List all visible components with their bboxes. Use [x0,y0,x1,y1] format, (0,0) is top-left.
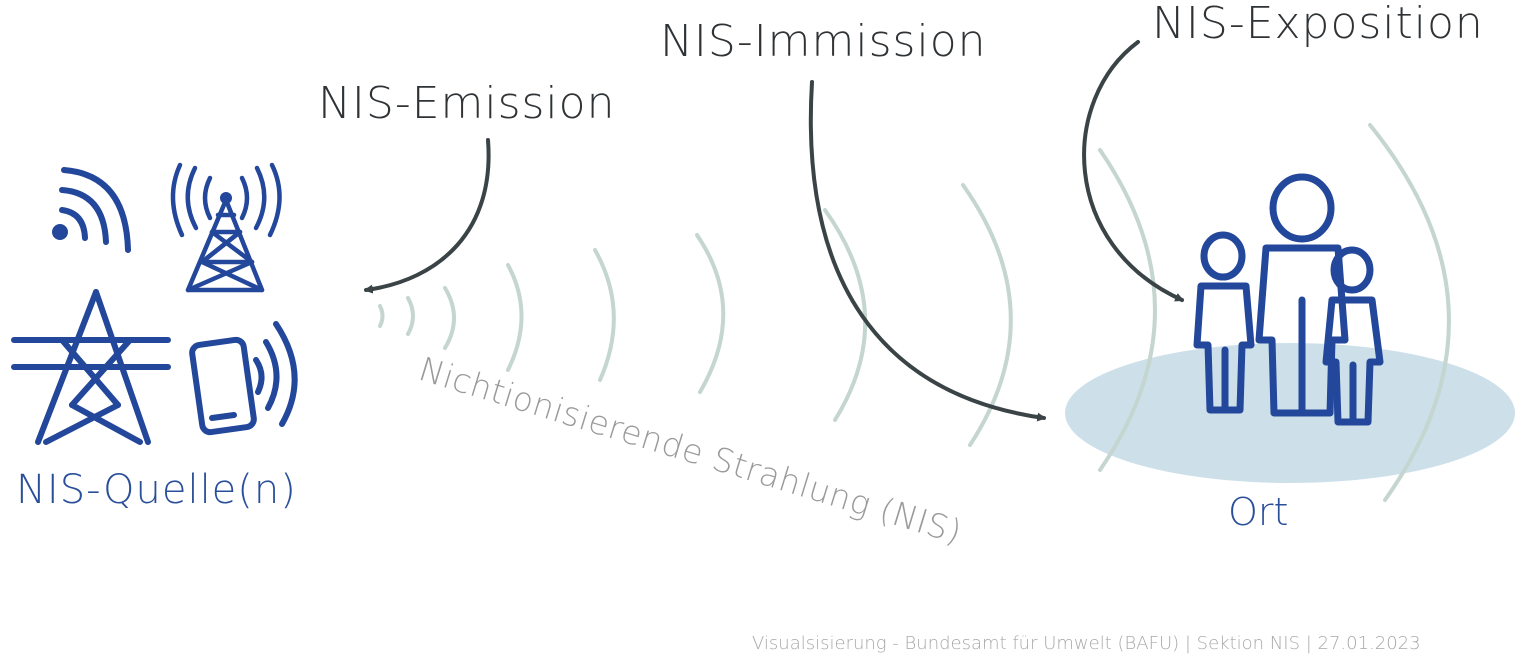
power-pylon-icon [11,289,171,445]
antenna-tower-icon [170,162,282,293]
label-place: Ort [1228,490,1289,534]
arrows [363,40,1185,422]
immission-arrow [808,80,1047,422]
people-icon [1193,173,1384,426]
footer-credit: Visualsisierung - Bundesamt für Umwelt (… [752,633,1421,654]
label-nis-immission: NIS-Immission [660,16,987,67]
mobile-phone-icon [189,321,298,436]
label-nis-emission: NIS-Emission [318,78,616,129]
emission-arrow [363,138,491,294]
wifi-icon [52,167,131,253]
label-nis-exposition: NIS-Exposition [1152,0,1484,49]
radiation-waves [378,123,1451,502]
exposition-arrow [1082,40,1185,302]
label-nis-source: NIS-Quelle(n) [16,467,297,513]
